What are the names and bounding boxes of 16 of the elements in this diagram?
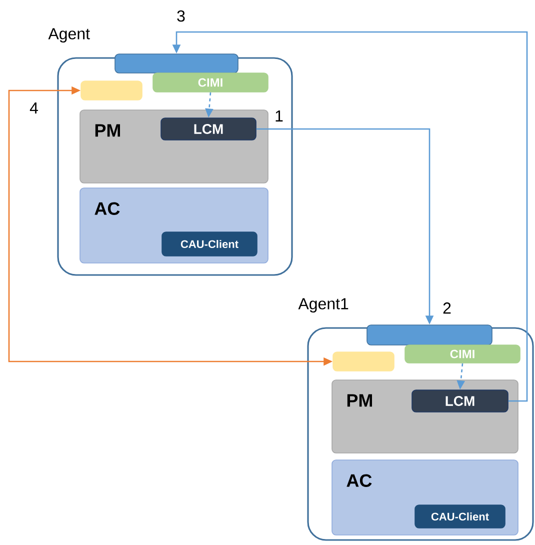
proxy-box (366, 324, 492, 346)
step-number: 3 (177, 10, 185, 22)
component-box: CAU-Client (414, 504, 506, 528)
step-number: 1 (276, 110, 283, 122)
component-box: CAU-Client (162, 232, 258, 256)
component-box: LCM (160, 118, 256, 140)
step-number: 2 (443, 302, 451, 314)
storage-box (80, 80, 142, 100)
proxy-box (114, 54, 238, 74)
storage-box (332, 352, 394, 372)
component-box: LCM (412, 390, 508, 412)
interface-box: CIMI (152, 72, 268, 92)
node-label: Agent (48, 28, 90, 43)
interface-box: CIMI (404, 344, 520, 364)
node-label: Agent1 (298, 298, 348, 313)
step-number: 4 (30, 102, 38, 114)
